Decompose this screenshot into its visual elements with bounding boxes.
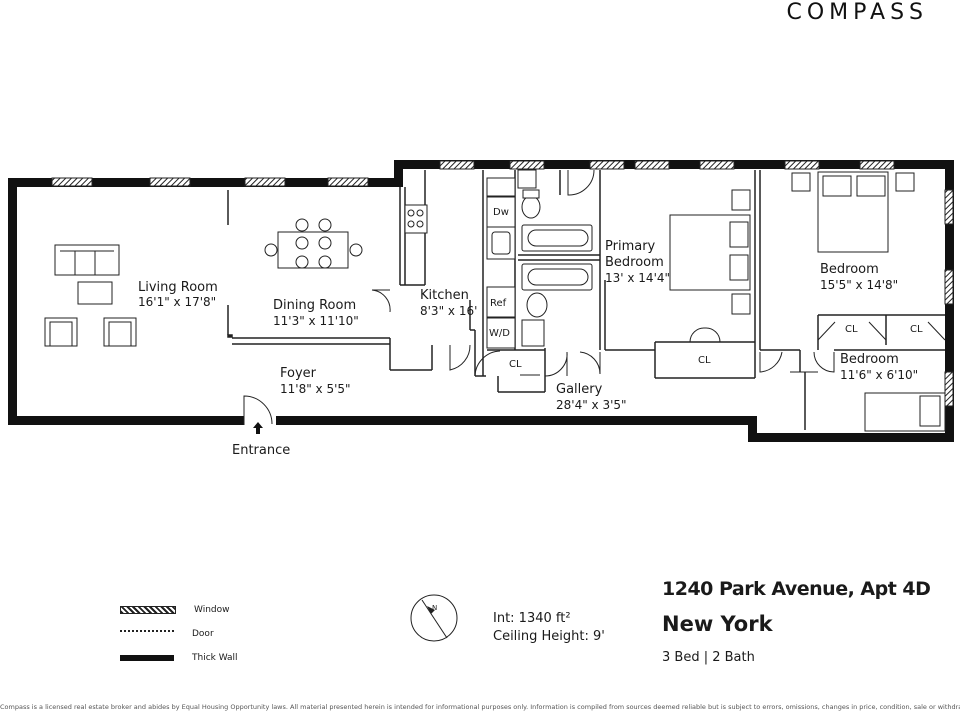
fixture-labels: Dw Ref W/D CL CL CL CL: [489, 207, 923, 370]
legal-disclaimer: Compass is a licensed real estate broker…: [0, 703, 960, 711]
svg-text:N: N: [432, 604, 437, 612]
legend-wall-label: Thick Wall: [192, 653, 238, 663]
foyer-dims: 11'8" x 5'5": [280, 382, 351, 396]
compass-logo: COMPASS: [786, 0, 928, 25]
closet-label: CL: [845, 324, 858, 335]
legend-door-label: Door: [192, 629, 214, 639]
listing-summary: 1240 Park Avenue, Apt 4D New York 3 Bed …: [662, 578, 931, 665]
gallery-dims: 28'4" x 3'5": [556, 398, 627, 412]
property-info: Int: 1340 ft² Ceiling Height: 9': [493, 610, 605, 646]
bedroom-2-dims: 11'6" x 6'10": [840, 368, 918, 382]
kitchen-name: Kitchen: [420, 288, 469, 303]
closet-label: CL: [910, 324, 923, 335]
north-arrow-icon: N: [410, 594, 458, 642]
primary-bedroom-name-1: Primary: [605, 239, 656, 254]
furniture: [44, 169, 946, 432]
door-swings: [243, 169, 946, 425]
washer-dryer-label: W/D: [489, 328, 510, 339]
room-labels: Living Room 16'1" x 17'8" Dining Room 11…: [138, 239, 918, 458]
street-address: 1240 Park Avenue, Apt 4D: [662, 578, 931, 600]
living-room-name: Living Room: [138, 280, 218, 295]
living-room-dims: 16'1" x 17'8": [138, 295, 216, 309]
windows: [51, 160, 954, 407]
closet-label: CL: [509, 359, 522, 370]
dishwasher-label: Dw: [493, 207, 509, 218]
dining-room-name: Dining Room: [273, 298, 356, 313]
legend-door: Door: [120, 622, 238, 646]
legend-window-label: Window: [194, 605, 230, 615]
bedroom-dims: 15'5" x 14'8": [820, 278, 898, 292]
legend-window: Window: [120, 598, 238, 622]
bedroom-name: Bedroom: [820, 262, 879, 277]
entrance-label: Entrance: [232, 443, 290, 458]
window-swatch: [120, 606, 176, 614]
gallery-name: Gallery: [556, 382, 603, 397]
wall-swatch: [120, 655, 174, 661]
primary-bedroom-name-2: Bedroom: [605, 255, 664, 270]
legend: Window Door Thick Wall: [120, 598, 238, 670]
ceiling-height: Ceiling Height: 9': [493, 629, 605, 644]
beds-baths: 3 Bed | 2 Bath: [662, 650, 755, 665]
city: New York: [662, 612, 773, 636]
kitchen-dims: 8'3" x 16': [420, 304, 477, 318]
interior-area: Int: 1340 ft²: [493, 611, 571, 626]
foyer-name: Foyer: [280, 366, 317, 381]
primary-bedroom-dims: 13' x 14'4": [605, 271, 670, 285]
legend-wall: Thick Wall: [120, 646, 238, 670]
door-swatch: [120, 630, 174, 638]
closet-label: CL: [698, 355, 711, 366]
bedroom-2-name: Bedroom: [840, 352, 899, 367]
entrance-arrow-icon: [253, 422, 263, 434]
refrigerator-label: Ref: [490, 298, 507, 309]
dining-room-dims: 11'3" x 11'10": [273, 314, 359, 328]
